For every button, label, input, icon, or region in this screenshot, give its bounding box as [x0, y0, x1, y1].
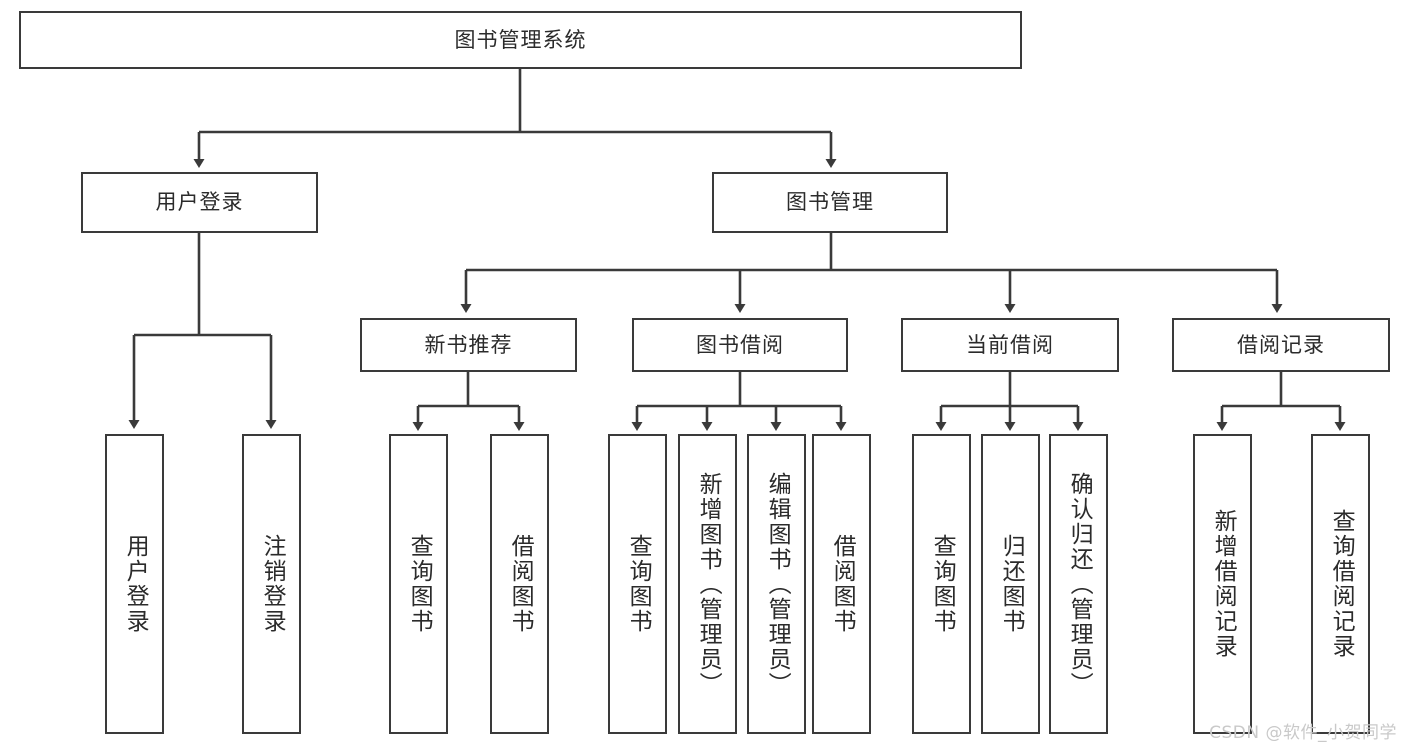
node-label: 图书管理系统: [454, 27, 587, 52]
node-label: 借阅图书: [507, 534, 534, 634]
node-label: 新增借阅记录: [1210, 509, 1237, 659]
leaf-borrow-record-query-record[interactable]: 查询借阅记录: [1311, 434, 1370, 734]
node-label: 查询图书: [625, 534, 652, 634]
node-label: 图书管理: [786, 190, 874, 214]
leaf-borrow-record-add-record[interactable]: 新增借阅记录: [1193, 434, 1252, 734]
node-current-borrow[interactable]: 当前借阅: [901, 318, 1119, 372]
leaf-new-book-query-book[interactable]: 查询图书: [389, 434, 448, 734]
node-book-borrow[interactable]: 图书借阅: [632, 318, 848, 372]
node-user-login[interactable]: 用户登录: [81, 172, 318, 233]
node-label: 用户登录: [155, 190, 244, 214]
node-book-management[interactable]: 图书管理: [712, 172, 948, 233]
node-label: 借阅记录: [1237, 332, 1325, 357]
node-label: 编辑图书（管理员）: [764, 471, 791, 697]
node-label: 归还图书: [998, 534, 1025, 634]
node-label: 用户登录: [122, 534, 149, 634]
node-label: 查询图书: [406, 534, 433, 634]
leaf-current-borrow-query-book[interactable]: 查询图书: [912, 434, 971, 734]
leaf-book-borrow-edit-book-admin[interactable]: 编辑图书（管理员）: [747, 434, 806, 734]
node-label: 注销登录: [259, 534, 286, 634]
leaf-user-login-logout[interactable]: 注销登录: [242, 434, 301, 734]
node-label: 查询借阅记录: [1328, 509, 1355, 659]
node-label: 新书推荐: [424, 332, 513, 357]
node-borrow-record[interactable]: 借阅记录: [1172, 318, 1390, 372]
leaf-book-borrow-borrow-book[interactable]: 借阅图书: [812, 434, 871, 734]
node-label: 确认归还（管理员）: [1066, 471, 1093, 697]
leaf-book-borrow-query-book[interactable]: 查询图书: [608, 434, 667, 734]
node-label: 新增图书（管理员）: [695, 471, 722, 697]
node-new-book-recommend[interactable]: 新书推荐: [360, 318, 577, 372]
node-label: 图书借阅: [696, 332, 784, 357]
leaf-book-borrow-add-book-admin[interactable]: 新增图书（管理员）: [678, 434, 737, 734]
node-label: 查询图书: [929, 534, 956, 634]
node-label: 当前借阅: [966, 332, 1054, 357]
leaf-current-borrow-return-book[interactable]: 归还图书: [981, 434, 1040, 734]
node-root-book-management-system[interactable]: 图书管理系统: [19, 11, 1022, 69]
watermark-csdn: CSDN @软件_小贺同学: [1209, 723, 1397, 743]
leaf-new-book-borrow-book[interactable]: 借阅图书: [490, 434, 549, 734]
leaf-user-login-login[interactable]: 用户登录: [105, 434, 164, 734]
leaf-current-borrow-confirm-return-admin[interactable]: 确认归还（管理员）: [1049, 434, 1108, 734]
node-label: 借阅图书: [829, 534, 856, 634]
